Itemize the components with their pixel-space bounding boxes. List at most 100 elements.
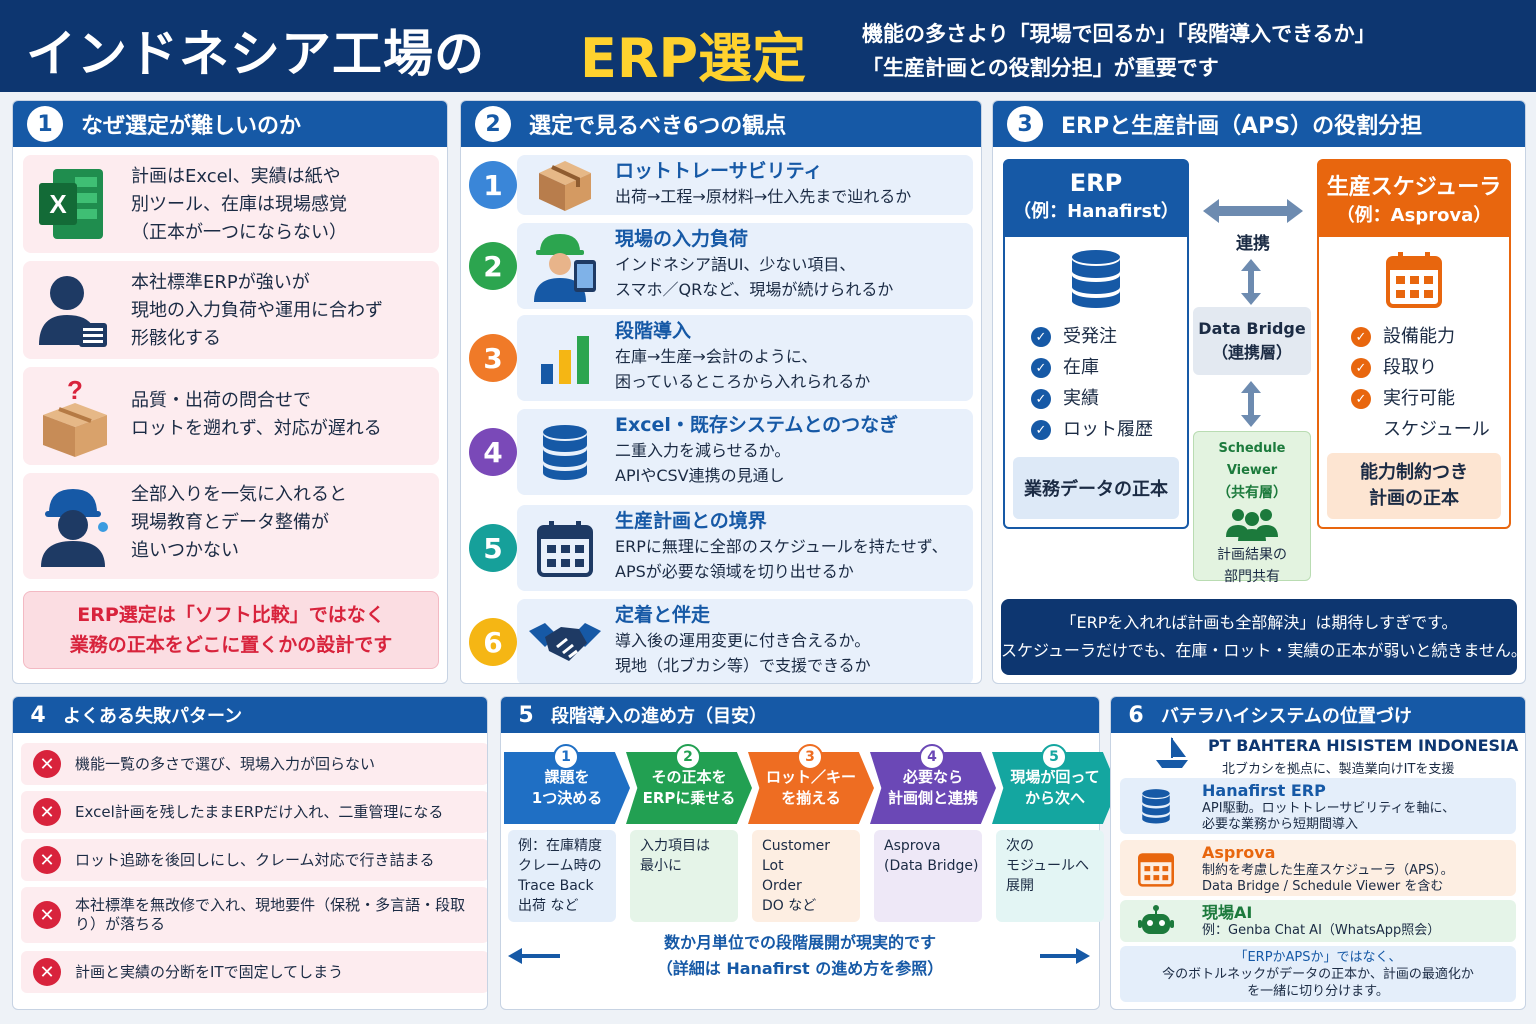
erp-note: 業務データの正本 [1013, 457, 1179, 519]
bar-chart-icon [527, 319, 603, 397]
viewpoint-title: Excel・既存システムとのつなぎ [615, 414, 899, 436]
calendar-icon [1128, 840, 1184, 896]
role-warning-banner: 「ERPを入れれば計画も全部解決」は期待しすぎです。 スケジューラだけでも、在庫… [1001, 599, 1526, 675]
viewpoint-desc: 二重入力を減らせるか。 [615, 441, 791, 460]
failure-text: 機能一覧の多さで選び、現場入力が回らない [75, 754, 376, 773]
reason-line: 形骸化する [131, 328, 221, 349]
panel-number: 3 [1007, 106, 1043, 142]
conclusion-line: ERP選定は「ソフト比較」ではなく [77, 604, 385, 626]
viewpoint-title: 現場の入力負荷 [615, 228, 749, 250]
footer-line: （詳細は Hanafirst の進め方を参照） [656, 959, 944, 978]
double-arrow-icon [1201, 197, 1305, 225]
erp-item: ✓ 実績 [1031, 383, 1153, 414]
aps-item-label: 設備能力 [1383, 326, 1455, 347]
reason-line: 品質・出荷の問合せで [131, 390, 311, 411]
step-detail: (Data Bridge) [884, 858, 979, 874]
step-label: 必要なら [902, 768, 963, 786]
panel-number: 4 [30, 702, 46, 728]
handshake-icon [527, 603, 603, 681]
note-line: を一緒に切り分けます。 [1247, 984, 1389, 999]
aps-note-line: 能力制約つき [1360, 462, 1468, 483]
step-detail-box: 入力項目は最小に [630, 830, 738, 922]
step-number: 1 [553, 744, 579, 770]
step-detail: Asprova [884, 838, 941, 854]
conclusion-line: 業務の正本をどこに置くかの設計です [69, 634, 393, 656]
viewpoint-title: 生産計画との境界 [615, 510, 767, 532]
reason-line: 別ツール、在庫は現場感覚 [131, 194, 347, 215]
company-subtitle: 北ブカシを拠点に、製造業向けITを支援 [1222, 762, 1455, 777]
banner-line: スケジューラだけでも、在庫・ロット・実績の正本が弱いと続きません。 [1001, 641, 1526, 660]
offering-desc: 必要な業務から短期間導入 [1202, 817, 1359, 832]
step-label: 1つ決める [531, 789, 603, 807]
company-note: 「ERPかAPSか」ではなく、 今のボトルネックがデータの正本か、計画の最適化か… [1120, 946, 1516, 1002]
erp-item-label: 受発注 [1063, 326, 1117, 347]
svg-text:X: X [49, 189, 67, 219]
aps-title: 生産スケジューラ [1326, 175, 1502, 200]
check-icon: ✓ [1031, 389, 1051, 409]
footer-line: 数か月単位での段階展開が現実的です [663, 933, 936, 952]
offering-title: Asprova [1202, 843, 1276, 862]
worker-icon [37, 483, 113, 569]
step-detail: Trace Back [518, 878, 594, 894]
viewpoint-card: ロットトレーサビリティ出荷→工程→原材料→仕入先まで辿れるか [517, 155, 973, 215]
rollout-footer: 数か月単位での段階展開が現実的です （詳細は Hanafirst の進め方を参照… [560, 930, 1040, 982]
reason-line: ロットを遡れず、対応が遅れる [131, 418, 382, 439]
page-title-highlight: ERP選定 [580, 27, 807, 90]
schedule-viewer-box: Schedule Viewer （共有層） 計画結果の 部門共有 [1193, 431, 1311, 585]
package-icon [527, 159, 603, 211]
aps-subtitle: （例：Asprova） [1336, 205, 1492, 226]
reason-line: 現場教育とデータ整備が [131, 512, 329, 533]
step-number: 5 [1041, 744, 1067, 770]
link-label: 連携 [1236, 234, 1270, 254]
calendar-icon [1383, 247, 1445, 311]
panel-number: 6 [1128, 702, 1144, 728]
aps-item-label: スケジュール [1383, 419, 1490, 440]
reason-card: 本社標準ERPが強いが 現地の入力負荷や運用に合わず 形骸化する [23, 261, 439, 359]
viewpoint-number-badge: 5 [469, 524, 517, 572]
step-label: その正本を [651, 768, 727, 786]
viewpoint-number-badge: 1 [469, 161, 517, 209]
conclusion-box: ERP選定は「ソフト比較」ではなく 業務の正本をどこに置くかの設計です [23, 591, 439, 669]
step-detail: 最小に [640, 858, 682, 874]
viewer-subtitle: （共有層） [1217, 485, 1287, 501]
cross-icon: ✕ [33, 750, 61, 778]
banner-line: 「ERPを入れれば計画も全部解決」は期待しすぎです。 [1060, 613, 1458, 632]
question-box-icon: ? [37, 375, 113, 459]
erp-subtitle: （例：Hanafirst） [1013, 201, 1179, 222]
failure-text: 本社標準を無改修で入れ、現地要件（保税・多言語・段取り）が落ちる [75, 896, 466, 933]
viewpoint-desc: APSが必要な領域を切り出せるか [615, 562, 854, 581]
viewpoint-desc: 現地（北ブカシ等）で支援できるか [615, 656, 871, 675]
erp-title: ERP [1069, 169, 1123, 197]
step-detail: Customer [762, 838, 831, 854]
aps-column: 生産スケジューラ （例：Asprova） ✓設備能力 ✓段取り ✓実行可能 スケ… [1317, 159, 1511, 529]
bridge-subtitle: （連携層） [1211, 343, 1292, 362]
vertical-arrow-icon [1241, 259, 1261, 305]
cross-icon: ✕ [33, 901, 61, 929]
viewpoint-desc: 在庫→生産→会計のように、 [615, 347, 818, 366]
erp-item-label: 実績 [1063, 388, 1099, 409]
viewpoint-card: 定着と伴走導入後の運用変更に付き合えるか。現地（北ブカシ等）で支援できるか [517, 599, 973, 683]
aps-header: 生産スケジューラ （例：Asprova） [1319, 161, 1509, 237]
aps-item-label: 段取り [1383, 357, 1437, 378]
step-detail: Order [762, 878, 802, 894]
panel-title: 選定で見るべき6つの観点 [529, 114, 787, 139]
reason-card: X 計画はExcel、実績は紙や 別ツール、在庫は現場感覚 （正本が一つにならな… [23, 155, 439, 253]
offering-title: Hanafirst ERP [1202, 781, 1326, 800]
panel-number: 1 [27, 106, 63, 142]
viewpoint-number-badge: 3 [469, 334, 517, 382]
check-icon: ✓ [1031, 420, 1051, 440]
aps-item: ✓設備能力 [1351, 321, 1490, 352]
viewpoint-desc: ERPに無理に全部のスケジュールを持たせず、 [615, 537, 948, 556]
company-name: PT BAHTERA HISISTEM INDONESIA [1208, 736, 1519, 755]
panel-title: よくある失敗パターン [63, 706, 243, 727]
team-icon [1194, 504, 1310, 544]
failure-item: ✕ロット追跡を後回しにし、クレーム対応で行き詰まる [21, 839, 487, 881]
manager-icon [37, 271, 109, 349]
